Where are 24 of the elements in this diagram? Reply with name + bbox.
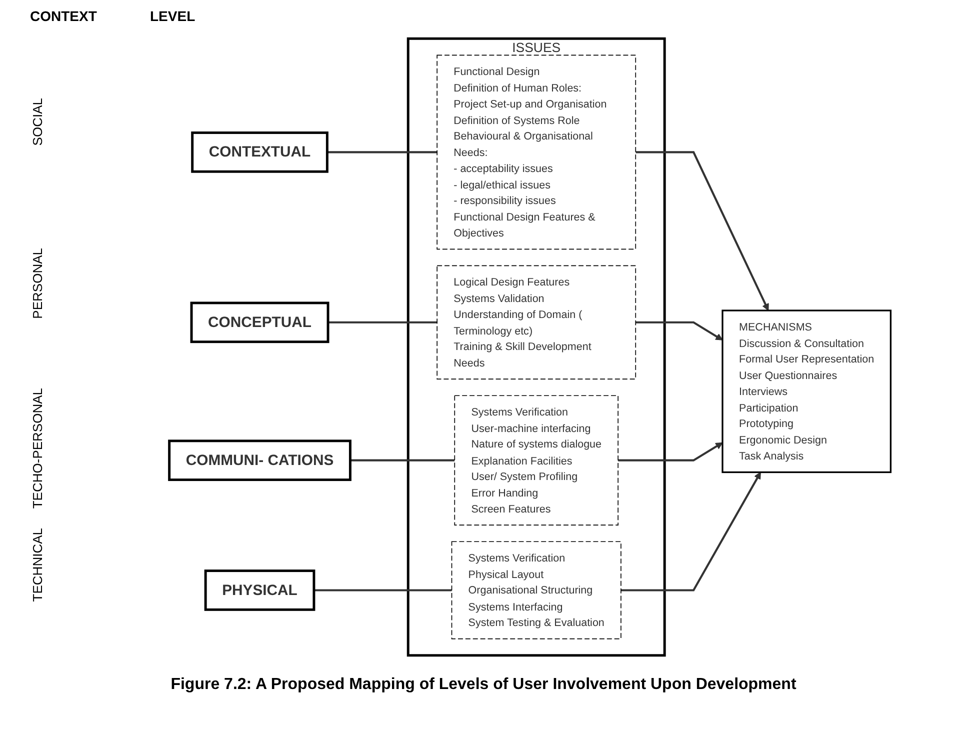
connector (350, 459, 455, 462)
node-box: Systems Verification User-machine interfacing Nature of systems dialogue Explanation Facilities User/ System Profiling Error Handing Screen Features (454, 395, 618, 526)
node-box: COMMUNI- CATIONS (168, 440, 352, 482)
context-label: PERSONAL (30, 248, 45, 319)
arrow (618, 442, 723, 462)
node-box: Systems Verification Physical Layout Organisational Structuring Systems Interfacing System Testing & Evaluation (451, 541, 622, 640)
arrow (636, 321, 723, 340)
arrow (620, 472, 761, 592)
figure-caption: Figure 7.2: A Proposed Mapping of Levels of User Involvement Upon Development (170, 676, 798, 694)
arrow (636, 151, 769, 311)
node-box: Logical Design Features Systems Validation Understanding of Domain ( Terminology etc) Training & Skill Development Needs (436, 265, 636, 380)
column-heading: LEVEL (150, 8, 196, 24)
node-box: Functional Design Definition of Human Roles: Project Set-up and Organisation Definition of Systems Role Behavioural & Organisational Needs: - acceptability issues - legal/ethical issues - responsibility issues Functional Design Features & Objectives (436, 54, 636, 250)
column-heading: CONTEXT (30, 8, 97, 24)
node-box: CONCEPTUAL (190, 302, 330, 344)
context-label: SOCIAL (30, 98, 45, 146)
context-label: TECHNICAL (30, 528, 45, 602)
node-box: MECHANISMS Discussion & Consultation Formal User Representation User Questionnaires Interviews Participation Prototyping Ergonomic Design Task Analysis (722, 310, 892, 474)
node-box: PHYSICAL (204, 570, 316, 611)
connector (328, 321, 438, 324)
connector (327, 151, 438, 154)
node-box: CONTEXTUAL (191, 131, 328, 173)
connector (314, 589, 452, 592)
context-label: TECHO-PERSONAL (30, 388, 45, 509)
